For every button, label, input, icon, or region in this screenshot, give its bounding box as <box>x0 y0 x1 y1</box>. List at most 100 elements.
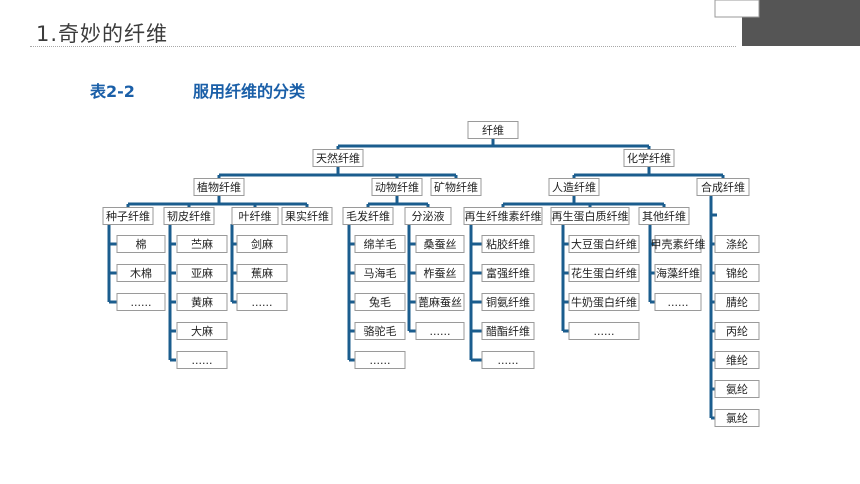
leaf-secretion-2: 蓖麻蚕丝 <box>415 293 465 311</box>
leaf-cellulose-0-label: 粘胶纤维 <box>486 237 530 251</box>
leaf-leaf-0-frame <box>236 235 288 253</box>
leaf-hair-0-frame <box>354 235 406 253</box>
leaf-other-2: ...... <box>654 293 702 311</box>
leaf-seed-2: ...... <box>116 293 166 311</box>
leaf-protein-1: 花生蛋白纤维 <box>568 264 640 282</box>
leaf-leaf-1: 蕉麻 <box>236 264 288 282</box>
node-bast-label: 韧皮纤维 <box>167 210 211 223</box>
leaf-seed-2-label: ...... <box>131 296 152 309</box>
node-chemical-label: 化学纤维 <box>627 151 671 165</box>
leaf-synthetic-5-label: 氨纶 <box>726 382 748 396</box>
node-secretion-label: 分泌液 <box>412 209 445 223</box>
node-regen-protein-label: 再生蛋白质纤维 <box>552 209 629 223</box>
node-plant-label: 植物纤维 <box>197 180 241 194</box>
leaf-bast-1-label: 亚麻 <box>191 266 213 280</box>
leaf-hair-4: ...... <box>354 351 406 369</box>
leaf-synthetic-2-frame <box>714 293 760 311</box>
node-regen-protein: 再生蛋白质纤维 <box>550 207 630 225</box>
leaf-other-0: 甲壳素纤维 <box>651 235 706 253</box>
leaf-cellulose-4-frame <box>481 351 535 369</box>
leaf-seed-2-frame <box>116 293 166 311</box>
leaf-synthetic-1: 锦纶 <box>714 264 760 282</box>
node-synthetic-frame <box>696 178 750 196</box>
leaf-protein-3-label: ...... <box>594 325 615 338</box>
leaf-leaf-0: 剑麻 <box>236 235 288 253</box>
leaf-bast-0-frame <box>176 235 228 253</box>
leaf-cellulose-2-label: 铜氨纤维 <box>486 295 530 309</box>
leaf-synthetic-5: 氨纶 <box>714 380 760 398</box>
leaf-synthetic-3-label: 丙纶 <box>726 324 748 338</box>
node-bast-frame <box>163 207 215 225</box>
leaf-synthetic-4-frame <box>714 351 760 369</box>
node-leaf-label: 叶纤维 <box>239 210 272 223</box>
leaf-protein-0: 大豆蛋白纤维 <box>568 235 640 253</box>
leaf-hair-4-frame <box>354 351 406 369</box>
leaf-secretion-1-label: 柞蚕丝 <box>424 266 457 280</box>
leaf-protein-2-frame <box>568 293 640 311</box>
leaf-hair-1-frame <box>354 264 406 282</box>
leaf-cellulose-4-label: ...... <box>498 354 519 367</box>
leaf-cellulose-3-frame <box>481 322 535 340</box>
node-secretion-frame <box>404 207 452 225</box>
node-other-label: 其他纤维 <box>642 210 686 223</box>
leaf-hair-2: 兔毛 <box>354 293 406 311</box>
node-regen-protein-frame <box>550 207 630 225</box>
leaf-synthetic-6-frame <box>714 409 760 427</box>
leaf-synthetic-6-label: 氯纶 <box>726 411 748 425</box>
leaf-hair-4-label: ...... <box>370 354 391 367</box>
leaf-other-1: 海藻纤维 <box>654 264 702 282</box>
node-chemical-frame <box>623 149 675 167</box>
leaf-leaf-0-label: 剑麻 <box>251 237 273 251</box>
leaf-seed-0-label: 棉 <box>136 237 147 251</box>
node-other: 其他纤维 <box>638 207 690 225</box>
node-synthetic: 合成纤维 <box>696 178 750 196</box>
leaf-other-0-label: 甲壳素纤维 <box>651 237 706 251</box>
leaf-hair-0-label: 绵羊毛 <box>364 237 397 251</box>
node-root-label: 纤维 <box>482 124 504 137</box>
leaf-hair-0: 绵羊毛 <box>354 235 406 253</box>
leaf-synthetic-2-label: 腈纶 <box>726 295 748 309</box>
leaf-leaf-1-frame <box>236 264 288 282</box>
node-leaf: 叶纤维 <box>231 207 279 225</box>
leaf-other-1-label: 海藻纤维 <box>656 266 700 280</box>
leaf-cellulose-0: 粘胶纤维 <box>481 235 535 253</box>
leaf-other-1-frame <box>654 264 702 282</box>
leaf-cellulose-4: ...... <box>481 351 535 369</box>
node-regen-cellulose: 再生纤维素纤维 <box>463 207 543 225</box>
node-seed: 种子纤维 <box>102 207 154 225</box>
leaf-bast-4-label: ...... <box>192 354 213 367</box>
leaf-protein-1-frame <box>568 264 640 282</box>
leaf-protein-2-label: 牛奶蛋白纤维 <box>571 295 637 309</box>
node-other-frame <box>638 207 690 225</box>
leaf-secretion-1-frame <box>415 264 465 282</box>
leaf-protein-1-label: 花生蛋白纤维 <box>571 266 637 280</box>
leaf-seed-0: 棉 <box>116 235 166 253</box>
leaf-protein-3: ...... <box>568 322 640 340</box>
leaf-secretion-2-label: 蓖麻蚕丝 <box>418 295 462 309</box>
leaf-bast-1-frame <box>176 264 228 282</box>
node-plant-frame <box>193 178 245 196</box>
node-mineral: 矿物纤维 <box>430 178 482 196</box>
node-chemical: 化学纤维 <box>623 149 675 167</box>
leaf-seed-1-label: 木棉 <box>130 266 152 280</box>
leaf-bast-3-label: 大麻 <box>191 324 213 338</box>
leaf-cellulose-2: 铜氨纤维 <box>481 293 535 311</box>
leaf-cellulose-1-frame <box>481 264 535 282</box>
node-animal: 动物纤维 <box>371 178 423 196</box>
leaf-synthetic-7-frame <box>714 0 760 18</box>
leaf-bast-2-label: 黄麻 <box>191 295 213 309</box>
node-mineral-frame <box>430 178 482 196</box>
leaf-synthetic-3: 丙纶 <box>714 322 760 340</box>
leaf-synthetic-0: 涤纶 <box>714 235 760 253</box>
leaf-synthetic-7: ...... <box>714 0 760 18</box>
node-natural: 天然纤维 <box>312 149 364 167</box>
table-caption-name: 服用纤维的分类 <box>193 82 306 101</box>
leaf-bast-1: 亚麻 <box>176 264 228 282</box>
leaf-cellulose-1-label: 富强纤维 <box>486 266 530 280</box>
node-fruit-frame <box>281 207 333 225</box>
leaf-synthetic-2: 腈纶 <box>714 293 760 311</box>
leaf-secretion-3-label: ...... <box>430 325 451 338</box>
node-root: 纤维 <box>467 121 519 139</box>
leaf-hair-3-frame <box>354 322 406 340</box>
